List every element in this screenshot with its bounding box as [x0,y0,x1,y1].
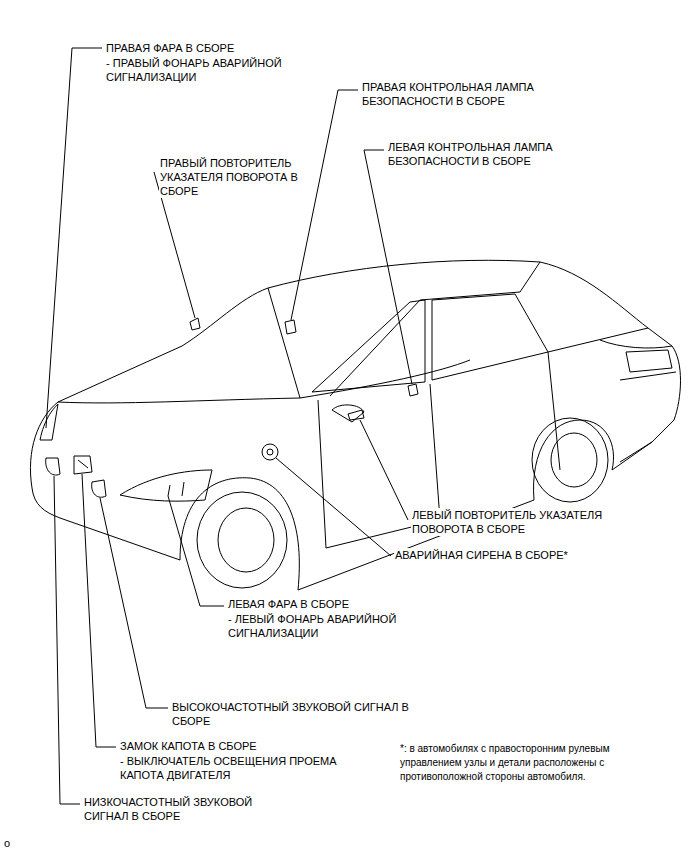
leader-line [291,90,358,320]
part-label: ЛЕВАЯ КОНТРОЛЬНАЯ ЛАМПА БЕЗОПАСНОСТИ В С… [387,140,589,168]
figure-code: o [3,836,11,850]
hood-lock [74,456,92,474]
front-rim [218,508,274,572]
leader-line [276,458,391,556]
siren [262,444,278,460]
right-security-lamp [285,320,296,334]
leader-lines [46,48,412,804]
part-label: НИЗКОЧАСТОТНЫЙ ЗВУКОВОЙ СИГНАЛ В СБОРЕ [83,795,285,823]
rear-lamp [626,350,672,372]
part-label: - ЛЕВЫЙ ФОНАРЬ АВАРИЙНОЙ СИГНАЛИЗАЦИИ [227,612,449,640]
leader-line [360,420,408,520]
left-headlamp [120,470,212,501]
part-label: ПРАВЫЙ ПОВТОРИТЕЛЬ УКАЗАТЕЛЯ ПОВОРОТА В … [159,156,311,198]
right-headlamp [40,404,58,440]
part-label: ПРАВАЯ ФАРА В СБОРЕ [105,41,235,55]
front-arch [180,478,299,590]
rear-rim [551,433,597,487]
leader-line [364,150,412,384]
part-label: - ВЫКЛЮЧАТЕЛЬ ОСВЕЩЕНИЯ ПРОЕМА КАПОТА ДВ… [119,754,381,782]
car-body [30,260,680,488]
front-wheel [197,492,287,588]
left-repeater [348,410,364,420]
part-label: - ПРАВЫЙ ФОНАРЬ АВАРИЙНОЙ СИГНАЛИЗАЦИИ [105,56,307,84]
part-label: АВАРИЙНАЯ СИРЕНА В СБОРЕ* [394,548,569,562]
part-label: ЛЕВЫЙ ПОВТОРИТЕЛЬ УКАЗАТЕЛЯ ПОВОРОТА В С… [411,508,653,536]
leader-line [100,498,168,708]
leader-line [54,476,80,804]
leader-line [168,496,224,606]
windows [312,294,548,392]
leader-line [46,48,102,428]
leader-line [82,474,116,747]
low-horn [46,458,60,475]
part-label: ПРАВАЯ КОНТРОЛЬНАЯ ЛАМПА БЕЗОПАСНОСТИ В … [361,80,563,108]
siren-inner [267,449,273,455]
high-horn [92,480,106,497]
rear-arch [534,420,614,500]
part-label: ЗАМОК КАПОТА В СБОРЕ [119,739,258,753]
left-security-lamp [408,384,418,396]
trunk [548,328,676,380]
right-repeater [190,318,200,330]
part-label: ВЫСОКОЧАСТОТНЫЙ ЗВУКОВОЙ СИГНАЛ В СБОРЕ [171,700,423,728]
part-label: ЛЕВАЯ ФАРА В СБОРЕ [227,597,350,611]
mirror [332,405,364,422]
footnote: *: в автомобилях с правосторонним рулевы… [399,742,651,784]
rear-wheel [532,418,608,502]
